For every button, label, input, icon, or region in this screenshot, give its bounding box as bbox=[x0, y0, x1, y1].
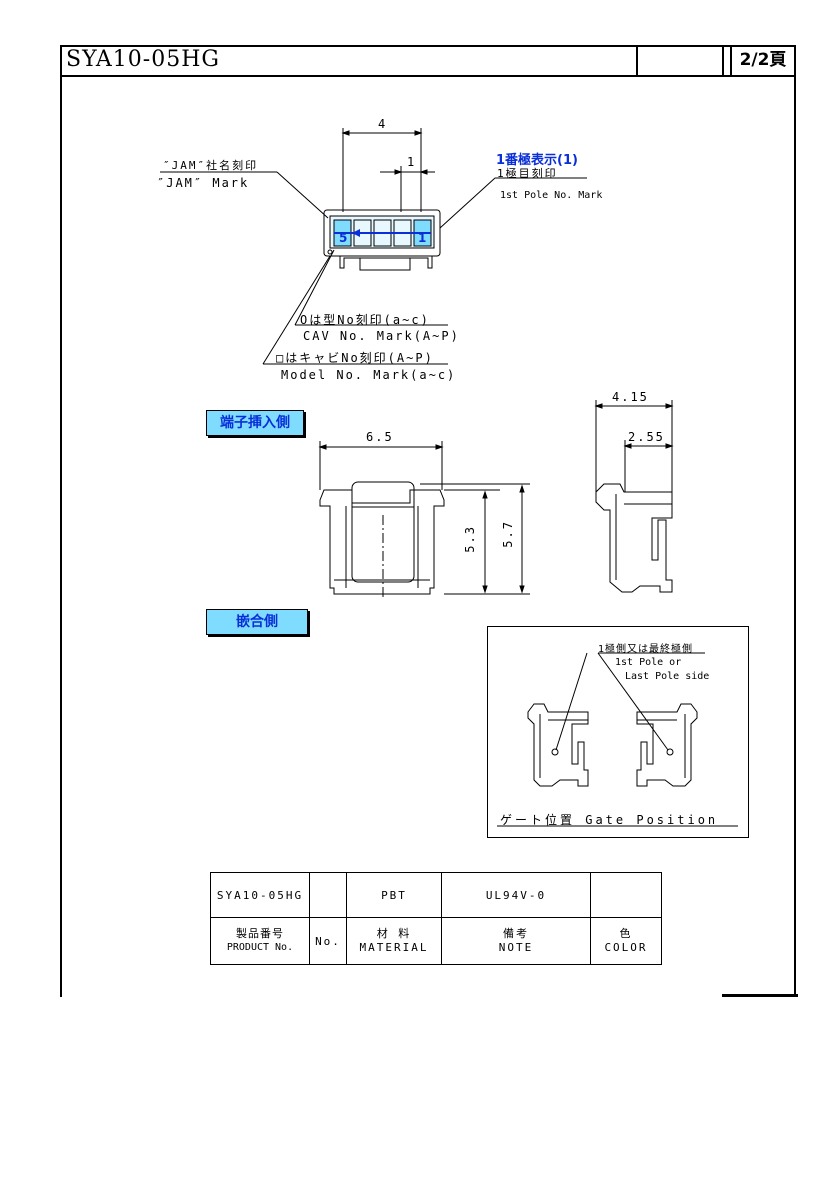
side-view-connector bbox=[594, 400, 674, 593]
dim-h1-label: 5.3 bbox=[463, 525, 477, 553]
gate-side-en2: Last Pole side bbox=[625, 671, 710, 682]
front-view-connector bbox=[318, 441, 530, 600]
top-view-connector bbox=[160, 128, 587, 365]
bom-value-row: SYA10-05HG PBT UL94V-0 bbox=[210, 872, 662, 918]
cav-mark-en: CAV No. Mark(A~P) bbox=[303, 329, 460, 343]
model-mark-jp: Oは型No刻印(a~c) bbox=[300, 313, 430, 327]
bom-hdr-product-en: PRODUCT No. bbox=[226, 942, 294, 953]
dim-4-label: 4 bbox=[378, 117, 388, 131]
bom-color bbox=[590, 872, 662, 918]
bom-hdr-color-jp: 色 bbox=[619, 927, 633, 940]
gate-caption: ゲート位置 Gate Position bbox=[500, 813, 719, 827]
bom-hdr-product-jp: 製品番号 bbox=[236, 927, 284, 940]
pole1-mark-jp: 1極目刻印 bbox=[497, 167, 558, 180]
title-page-number: 2/2頁 bbox=[739, 50, 787, 70]
bom-no bbox=[309, 872, 347, 918]
frame-corner-bar bbox=[722, 994, 798, 997]
title-gap-cell bbox=[724, 45, 732, 75]
mating-side-tag: 嵌合側 bbox=[206, 609, 308, 635]
dim-depth2-label: 2.55 bbox=[628, 430, 665, 444]
title-part-number: SYA10-05HG bbox=[60, 45, 638, 75]
bom-hdr-note-jp: 備考 bbox=[503, 927, 529, 940]
bom-hdr-color-en: COLOR bbox=[604, 941, 648, 954]
title-block: SYA10-05HG 2/2頁 bbox=[60, 45, 796, 77]
bom-hdr-material: 材 料 MATERIAL bbox=[346, 917, 442, 965]
cavity-5-label: 5 bbox=[339, 231, 348, 245]
dim-h2-label: 5.7 bbox=[501, 520, 515, 548]
gate-side-en1: 1st Pole or bbox=[615, 657, 682, 668]
gate-side-jp: 1極側又は最終極側 bbox=[598, 644, 694, 655]
jam-mark-jp: ″JAM″社名刻印 bbox=[163, 159, 259, 172]
gate-position-views bbox=[497, 652, 738, 827]
cavity-1-label: 1 bbox=[418, 231, 427, 245]
bom-hdr-material-en: MATERIAL bbox=[359, 941, 429, 954]
bom-note: UL94V-0 bbox=[441, 872, 591, 918]
dim-1-label: 1 bbox=[407, 155, 417, 169]
bom-hdr-color: 色 COLOR bbox=[590, 917, 662, 965]
bom-header-row: 製品番号 PRODUCT No. No. 材 料 MATERIAL 備考 NOT… bbox=[210, 917, 662, 965]
bom-hdr-note: 備考 NOTE bbox=[441, 917, 591, 965]
pole1-display-label: 1番極表示(1) bbox=[496, 153, 578, 168]
insertion-side-tag: 端子挿入側 bbox=[206, 410, 304, 436]
bom-part-number: SYA10-05HG bbox=[210, 872, 310, 918]
bom-hdr-product: 製品番号 PRODUCT No. bbox=[210, 917, 310, 965]
dim-width-label: 6.5 bbox=[366, 430, 394, 444]
bom-hdr-note-en: NOTE bbox=[498, 941, 534, 954]
pole1-mark-en: 1st Pole No. Mark bbox=[500, 190, 603, 201]
model-mark-en: Model No. Mark(a~c) bbox=[281, 368, 457, 382]
bom-hdr-no: No. bbox=[309, 917, 347, 965]
dim-depth-label: 4.15 bbox=[612, 390, 649, 404]
bom-hdr-material-jp: 材 料 bbox=[376, 927, 412, 940]
jam-mark-en: ″JAM″ Mark bbox=[157, 176, 250, 190]
title-empty-cell bbox=[638, 45, 724, 75]
bom-material: PBT bbox=[346, 872, 442, 918]
drawing-frame bbox=[60, 45, 796, 997]
bom-table: SYA10-05HG PBT UL94V-0 製品番号 PRODUCT No. … bbox=[210, 872, 662, 965]
cav-mark-jp: □はキャビNo刻印(A~P) bbox=[276, 351, 434, 365]
gate-position-box bbox=[487, 626, 749, 838]
